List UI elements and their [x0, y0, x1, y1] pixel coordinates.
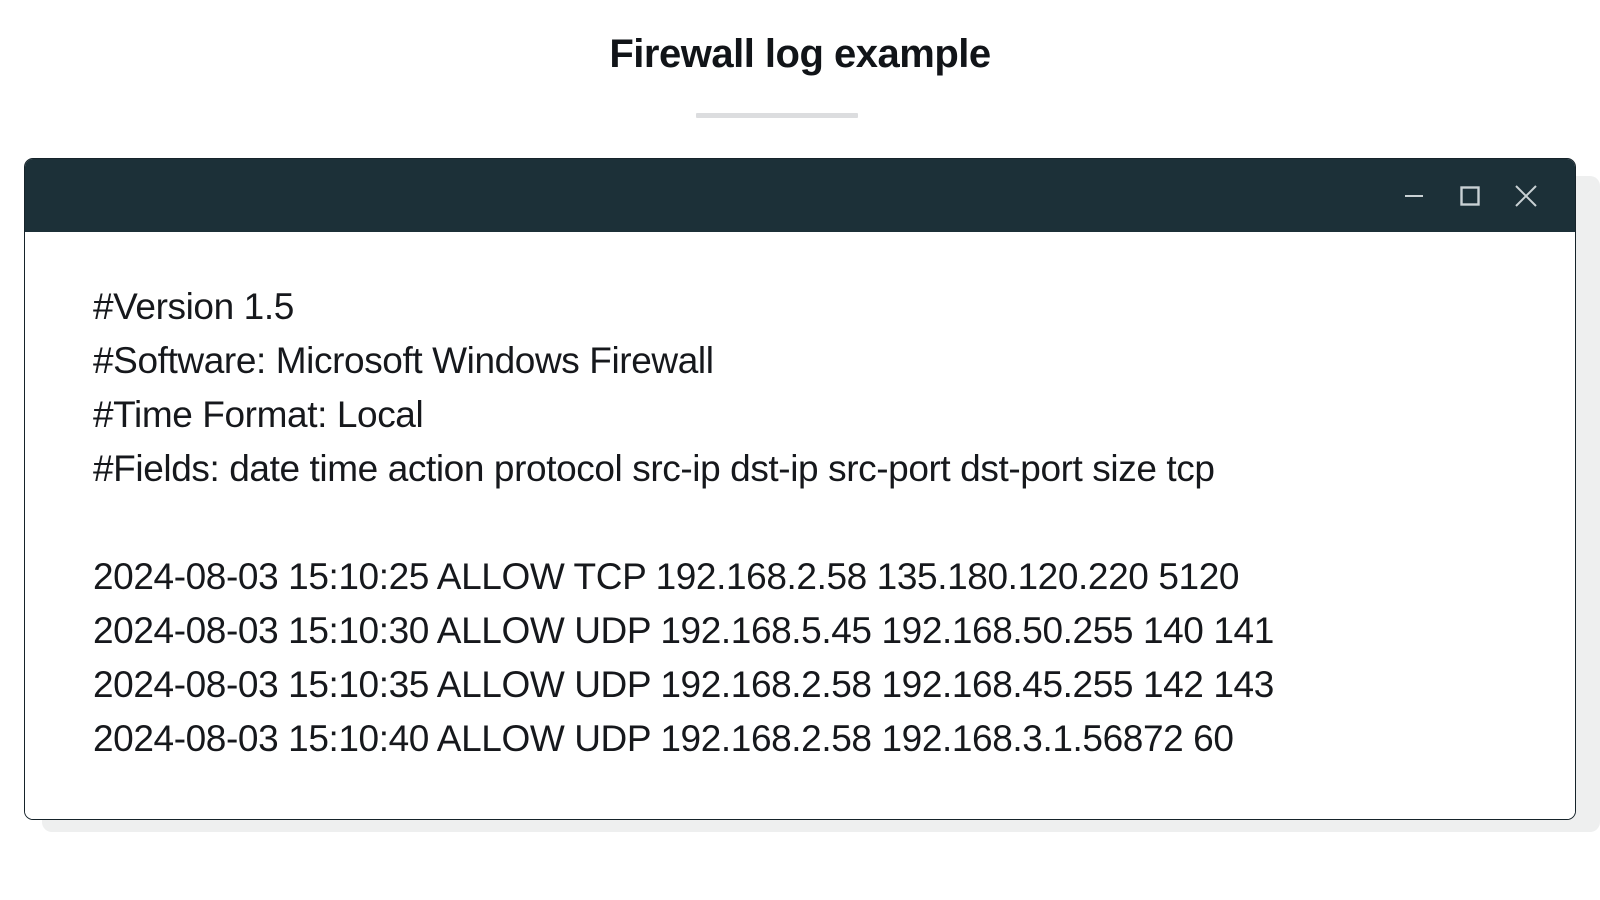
log-header-line: #Version 1.5: [93, 286, 294, 327]
page-title: Firewall log example: [609, 32, 991, 76]
log-entry-row: 2024-08-03 15:10:35 ALLOW UDP 192.168.2.…: [93, 664, 1274, 705]
log-entry-row: 2024-08-03 15:10:25 ALLOW TCP 192.168.2.…: [93, 556, 1240, 597]
close-icon: [1511, 181, 1541, 211]
log-text: #Version 1.5 #Software: Microsoft Window…: [93, 280, 1535, 766]
log-viewer-window: #Version 1.5 #Software: Microsoft Window…: [24, 158, 1576, 820]
log-header-line: #Time Format: Local: [93, 394, 424, 435]
title-divider: [696, 113, 858, 118]
log-entry-row: 2024-08-03 15:10:30 ALLOW UDP 192.168.5.…: [93, 610, 1274, 651]
window-titlebar[interactable]: [25, 159, 1575, 232]
log-entry-row: 2024-08-03 15:10:40 ALLOW UDP 192.168.2.…: [93, 718, 1234, 759]
maximize-icon: [1457, 183, 1483, 209]
maximize-button[interactable]: [1447, 173, 1493, 219]
log-content-area: #Version 1.5 #Software: Microsoft Window…: [25, 232, 1575, 819]
log-header-line: #Software: Microsoft Windows Firewall: [93, 340, 714, 381]
close-button[interactable]: [1503, 173, 1549, 219]
log-blank-line: [93, 496, 1535, 550]
log-header-line: #Fields: date time action protocol src-i…: [93, 448, 1215, 489]
page-header: Firewall log example: [0, 0, 1600, 140]
minimize-icon: [1401, 183, 1427, 209]
minimize-button[interactable]: [1391, 173, 1437, 219]
